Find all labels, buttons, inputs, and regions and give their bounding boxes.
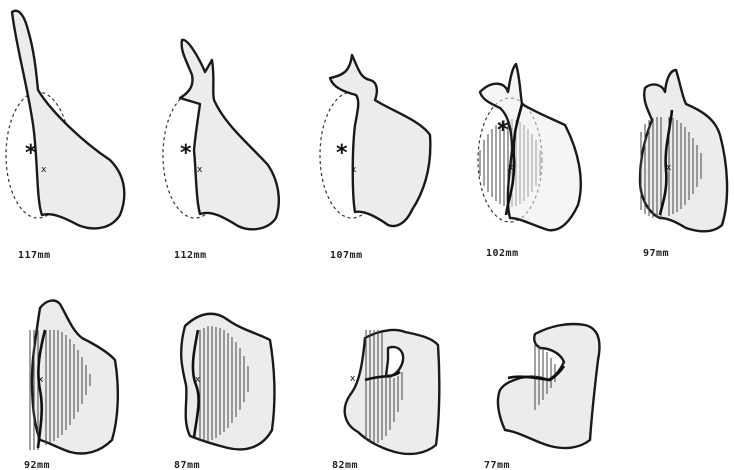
asterisk-marker: *: [336, 141, 348, 166]
section-panel-107: * x 107mm: [320, 55, 430, 261]
section-panel-92: x 92mm: [24, 301, 118, 470]
cross-marker: x: [351, 165, 357, 175]
panel-label: 102mm: [486, 248, 519, 259]
panel-label: 92mm: [24, 460, 50, 470]
panel-label: 87mm: [174, 460, 200, 470]
section-outline: [180, 40, 279, 229]
panel-label: 112mm: [174, 250, 207, 261]
panel-label: 82mm: [332, 460, 358, 470]
section-panel-77: 77mm: [484, 324, 599, 470]
section-panel-87: x 87mm: [174, 314, 274, 470]
cross-marker: x: [38, 375, 44, 385]
section-panel-97: x 97mm: [640, 70, 727, 259]
asterisk-marker: *: [497, 118, 509, 143]
panel-label: 117mm: [18, 250, 51, 261]
cross-marker: x: [195, 375, 201, 385]
cross-marker: x: [41, 165, 47, 175]
section-outline: [32, 301, 118, 454]
section-panel-112: * x 112mm: [163, 40, 279, 261]
section-outline: [12, 11, 124, 229]
cross-marker: x: [508, 163, 514, 173]
panel-label: 77mm: [484, 460, 510, 470]
asterisk-marker: *: [25, 141, 37, 166]
panel-label: 97mm: [643, 248, 669, 259]
cross-marker: x: [666, 163, 672, 173]
section-panel-102: * x 102mm: [478, 64, 581, 259]
cross-marker: x: [350, 374, 356, 384]
section-panel-117: * x 117mm: [6, 11, 124, 261]
panel-label: 107mm: [330, 250, 363, 261]
cross-marker: x: [197, 165, 203, 175]
section-panel-82: x 82mm: [332, 330, 439, 470]
section-outline: [480, 64, 581, 230]
asterisk-marker: *: [180, 141, 192, 166]
section-outline: [498, 324, 600, 448]
